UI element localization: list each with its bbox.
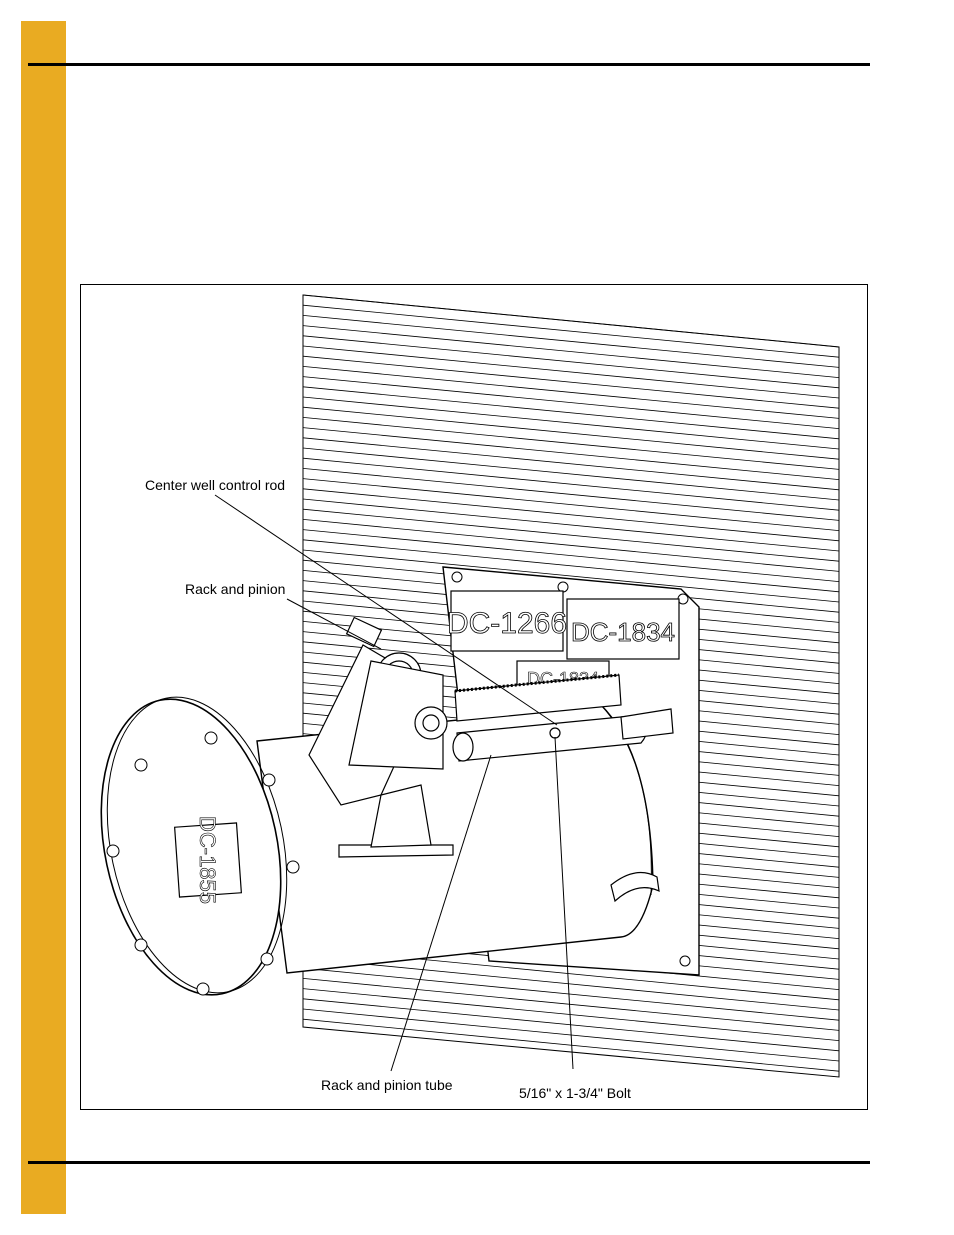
- leader-lines: [214, 494, 574, 1072]
- decal-dc-1834: DC-1834: [566, 598, 680, 660]
- leader-control-rod: [214, 494, 558, 726]
- callout-bolt: 5/16" x 1-3/4" Bolt: [519, 1085, 631, 1101]
- end-cap: DC-1855: [100, 696, 300, 996]
- assembly-figure: DC-1266 DC-1834 DC-1834: [80, 284, 868, 1110]
- section-side-tab: [21, 21, 66, 1214]
- callout-rack-pinion: Rack and pinion: [185, 581, 286, 597]
- decal-label-2: DC-1834: [571, 617, 675, 647]
- leader-tube: [390, 754, 492, 1072]
- callout-tube: Rack and pinion tube: [321, 1077, 453, 1093]
- decal-dc-1266: DC-1266: [447, 590, 567, 652]
- callout-control-rod: Center well control rod: [145, 477, 286, 493]
- leader-rack-pinion: [286, 598, 382, 650]
- assembly-drawing: DC-1266 DC-1834 DC-1834: [100, 294, 840, 1078]
- header-rule: [28, 63, 870, 66]
- decal-label-1: DC-1266: [447, 607, 567, 640]
- footer-rule: [28, 1161, 870, 1164]
- decal-label-4: DC-1855: [195, 816, 220, 904]
- rack-pinion-assembly: [345, 616, 674, 770]
- leader-bolt: [554, 736, 574, 1070]
